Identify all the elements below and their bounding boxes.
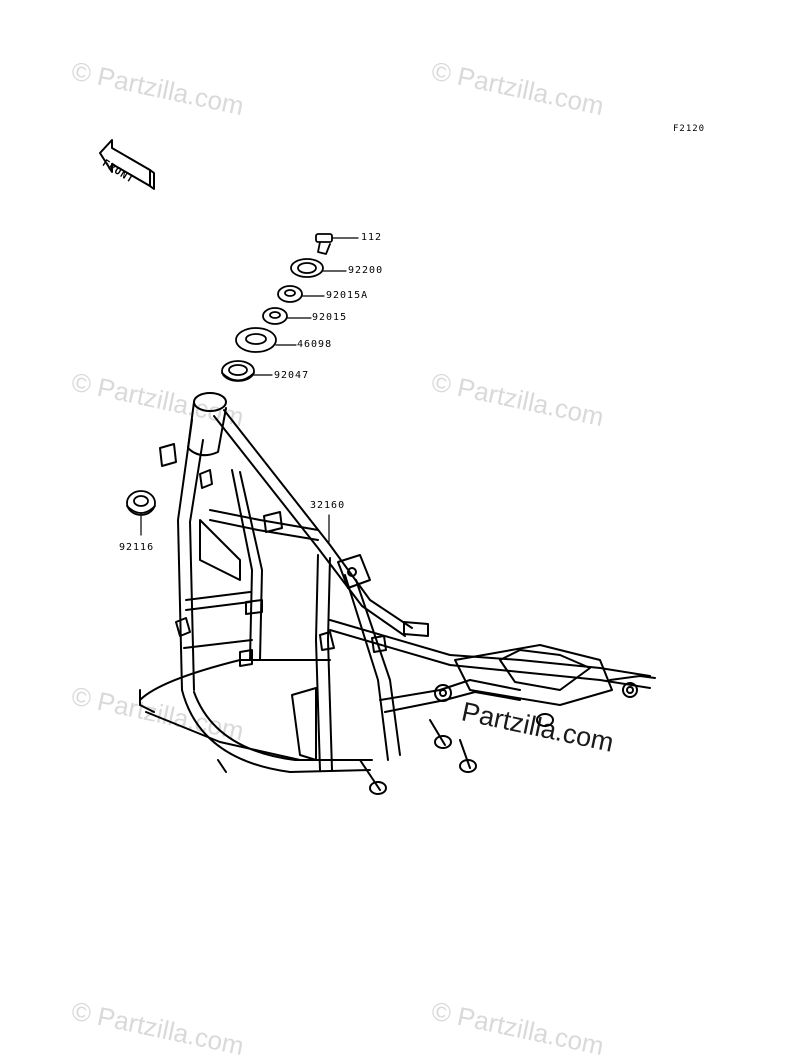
part-label-92015[interactable]: 92015 [312, 312, 348, 323]
part-label-32160[interactable]: 32160 [310, 500, 346, 511]
seal-46098 [235, 327, 297, 353]
bearing-92047 [221, 360, 273, 382]
nut-92015 [262, 307, 312, 325]
front-arrow-icon [99, 139, 155, 190]
frame-32160 [139, 392, 656, 795]
part-label-92015A[interactable]: 92015A [326, 290, 369, 301]
part-label-92116[interactable]: 92116 [119, 542, 155, 553]
washer-92200 [290, 258, 347, 278]
part-label-92200[interactable]: 92200 [348, 265, 384, 276]
diagram-code: F2120 [673, 124, 706, 134]
bushing-92116 [126, 490, 156, 536]
part-label-46098[interactable]: 46098 [297, 339, 333, 350]
part-label-112[interactable]: 112 [361, 232, 383, 243]
part-label-92047[interactable]: 92047 [274, 370, 310, 381]
nut-92015A [277, 285, 325, 303]
bolt-112 [315, 233, 359, 255]
